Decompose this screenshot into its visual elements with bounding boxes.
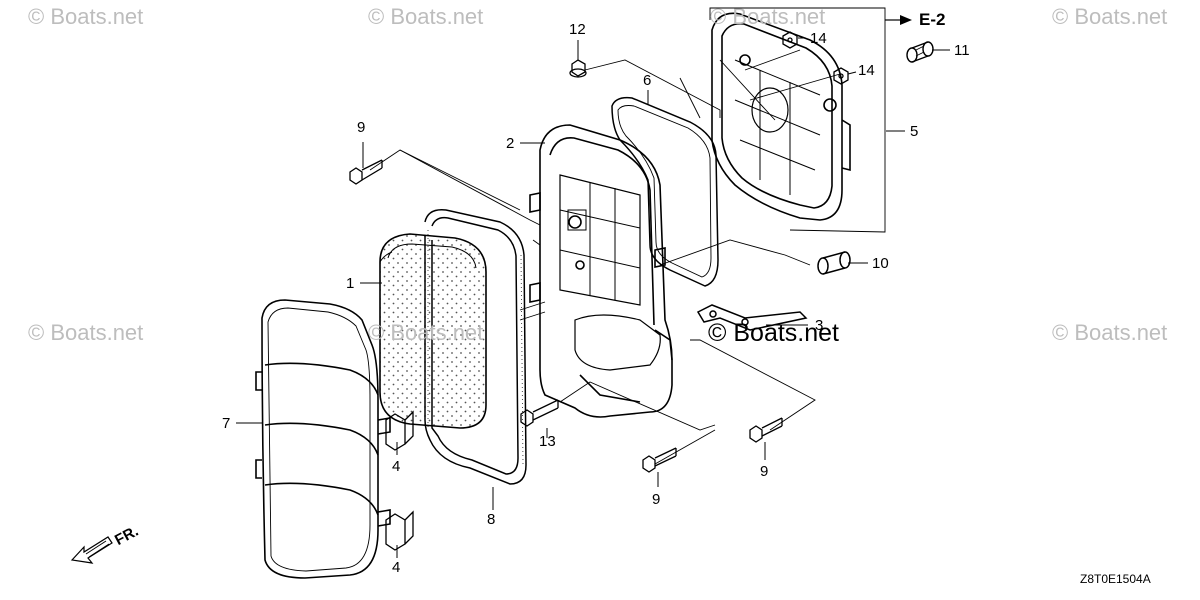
- part-9-bolt-left: [349, 159, 383, 185]
- part-9-bolt-middle: [642, 447, 677, 473]
- callout-6[interactable]: 6: [643, 72, 652, 89]
- callout-3[interactable]: 3: [815, 317, 824, 334]
- watermark-top-center-right: © Boats.net: [710, 4, 826, 29]
- part-7-air-cleaner-cover: [255, 299, 391, 579]
- part-3-bracket: [696, 304, 808, 331]
- part-14-nut-lower: [833, 67, 849, 85]
- watermark-mid-center: © Boats.net: [368, 320, 484, 345]
- part-12-flange-nut: [569, 59, 587, 78]
- callout-14-lower[interactable]: 14: [858, 62, 875, 79]
- callout-9-right[interactable]: 9: [760, 463, 769, 480]
- part-9-bolt-right: [749, 417, 783, 443]
- alignment-lines: [369, 7, 886, 465]
- part-14-nut-upper: [782, 31, 798, 49]
- callout-1[interactable]: 1: [346, 275, 355, 292]
- part-2-air-cleaner-case: [529, 124, 673, 418]
- part-11-breather: [906, 41, 934, 63]
- watermark-top-center: © Boats.net: [368, 4, 484, 29]
- callout-5[interactable]: 5: [910, 123, 919, 140]
- callout-9-left[interactable]: 9: [357, 119, 366, 136]
- part-8-gasket: [424, 209, 527, 485]
- callout-4-lower[interactable]: 4: [392, 559, 401, 576]
- callout-14-upper[interactable]: 14: [810, 30, 827, 47]
- part-4-clip-lower: [385, 510, 414, 551]
- watermark-top-left: © Boats.net: [28, 4, 144, 29]
- callout-leaders: [236, 37, 950, 558]
- callout-9-middle[interactable]: 9: [652, 491, 661, 508]
- part-6-gasket: [611, 96, 719, 287]
- part-10-collar: [817, 251, 851, 275]
- callout-7[interactable]: 7: [222, 415, 231, 432]
- part-13-bolt: [520, 399, 559, 427]
- callout-13[interactable]: 13: [539, 433, 556, 450]
- part-5-housing: [711, 12, 851, 221]
- callout-10[interactable]: 10: [872, 255, 889, 272]
- callout-11[interactable]: 11: [954, 42, 970, 59]
- watermark-mid-right: © Boats.net: [1052, 320, 1168, 345]
- callout-12[interactable]: 12: [569, 21, 586, 38]
- watermark-center-dark: © Boats.net: [708, 319, 839, 347]
- part-1-filter-element: [379, 233, 487, 429]
- diagram-code: Z8T0E1504A: [1080, 572, 1151, 586]
- watermark-mid-left: © Boats.net: [28, 320, 144, 345]
- reference-arrow: [885, 15, 912, 25]
- watermark-top-right: © Boats.net: [1052, 4, 1168, 29]
- callout-4-upper[interactable]: 4: [392, 458, 401, 475]
- callout-8[interactable]: 8: [487, 511, 496, 528]
- front-direction-arrow: [70, 536, 113, 564]
- part-4-clip-upper: [385, 410, 414, 451]
- reference-label: E-2: [919, 10, 946, 29]
- callout-2[interactable]: 2: [506, 135, 515, 152]
